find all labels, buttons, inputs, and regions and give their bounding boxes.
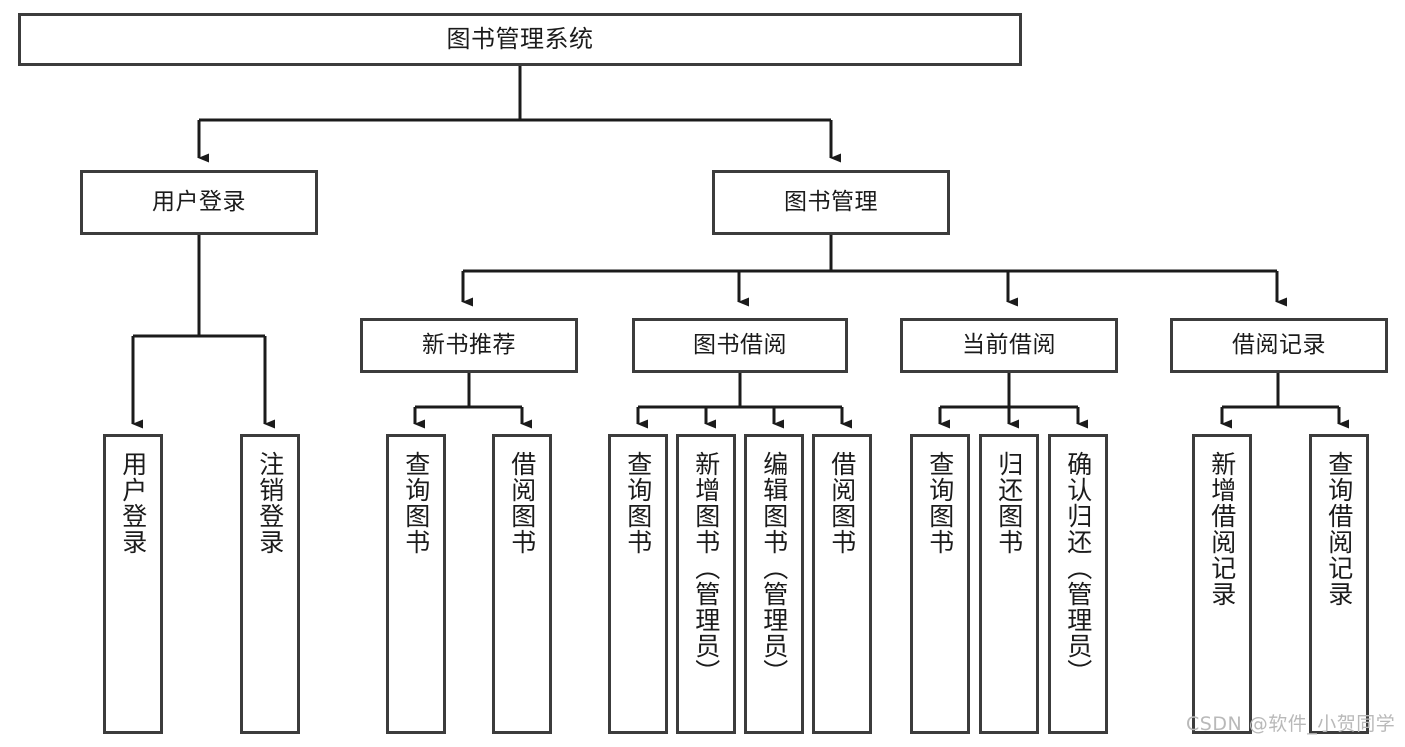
node-book-borrow-label: 图书借阅 xyxy=(693,331,787,358)
node-current-borrow-label: 当前借阅 xyxy=(962,331,1056,358)
node-book-borrow[interactable]: 图书借阅 xyxy=(632,318,848,373)
leaf-current-borrow-confirm[interactable]: 确认归还（管理员） xyxy=(1048,434,1108,734)
leaf-book-borrow-lend-label: 借阅图书 xyxy=(827,451,857,555)
node-new-book-recommend-label: 新书推荐 xyxy=(422,331,516,358)
leaf-current-borrow-return-label: 归还图书 xyxy=(994,451,1024,555)
node-user-login-label: 用户登录 xyxy=(152,188,246,215)
leaf-borrow-record-add-label: 新增借阅记录 xyxy=(1207,451,1237,607)
leaf-book-borrow-lend[interactable]: 借阅图书 xyxy=(812,434,872,734)
node-book-management-label: 图书管理 xyxy=(784,188,878,215)
leaf-book-borrow-edit-label: 编辑图书（管理员） xyxy=(759,451,789,685)
node-borrow-record-label: 借阅记录 xyxy=(1232,331,1326,358)
node-user-login[interactable]: 用户登录 xyxy=(80,170,318,235)
csdn-watermark: CSDN @软件_小贺同学 xyxy=(1186,713,1396,735)
node-root-system[interactable]: 图书管理系统 xyxy=(18,13,1022,66)
leaf-new-book-query-label: 查询图书 xyxy=(401,451,431,555)
node-current-borrow[interactable]: 当前借阅 xyxy=(900,318,1118,373)
leaf-book-borrow-query-label: 查询图书 xyxy=(623,451,653,555)
node-book-management[interactable]: 图书管理 xyxy=(712,170,950,235)
leaf-new-book-borrow[interactable]: 借阅图书 xyxy=(492,434,552,734)
leaf-new-book-query[interactable]: 查询图书 xyxy=(386,434,446,734)
leaf-book-borrow-edit[interactable]: 编辑图书（管理员） xyxy=(744,434,804,734)
leaf-book-borrow-add-label: 新增图书（管理员） xyxy=(691,451,721,685)
leaf-new-book-borrow-label: 借阅图书 xyxy=(507,451,537,555)
leaf-borrow-record-add[interactable]: 新增借阅记录 xyxy=(1192,434,1252,734)
leaf-user-login-signin-label: 用户登录 xyxy=(118,451,148,555)
leaf-borrow-record-query[interactable]: 查询借阅记录 xyxy=(1309,434,1369,734)
leaf-current-borrow-query[interactable]: 查询图书 xyxy=(910,434,970,734)
leaf-current-borrow-return[interactable]: 归还图书 xyxy=(979,434,1039,734)
node-new-book-recommend[interactable]: 新书推荐 xyxy=(360,318,578,373)
node-borrow-record[interactable]: 借阅记录 xyxy=(1170,318,1388,373)
leaf-current-borrow-confirm-label: 确认归还（管理员） xyxy=(1063,451,1093,685)
leaf-book-borrow-add[interactable]: 新增图书（管理员） xyxy=(676,434,736,734)
leaf-user-login-signin[interactable]: 用户登录 xyxy=(103,434,163,734)
leaf-user-login-signout-label: 注销登录 xyxy=(255,451,285,555)
leaf-book-borrow-query[interactable]: 查询图书 xyxy=(608,434,668,734)
leaf-user-login-signout[interactable]: 注销登录 xyxy=(240,434,300,734)
leaf-current-borrow-query-label: 查询图书 xyxy=(925,451,955,555)
leaf-borrow-record-query-label: 查询借阅记录 xyxy=(1324,451,1354,607)
node-root-system-label: 图书管理系统 xyxy=(446,25,594,54)
